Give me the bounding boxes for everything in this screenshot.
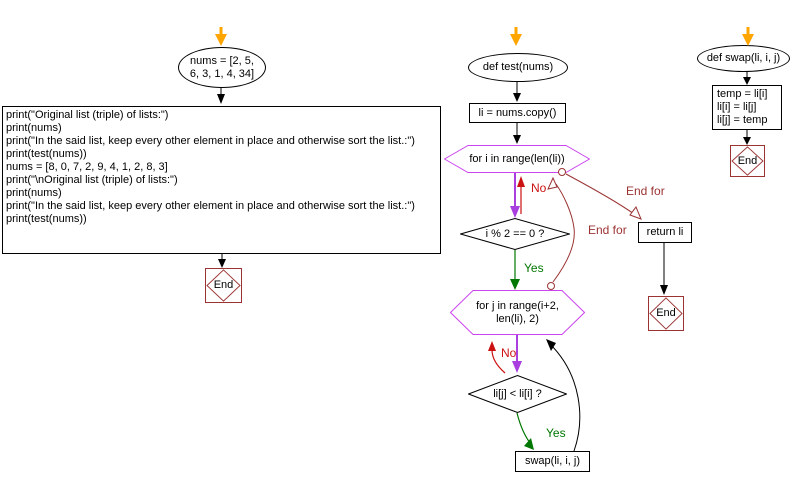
end-diamond-icon xyxy=(649,297,683,330)
inner-no-label: No xyxy=(501,346,517,360)
swap-call-node: swap(li, i, j) xyxy=(515,451,590,472)
test-def-node: def test(nums) xyxy=(468,53,568,82)
edge-outer-no xyxy=(517,176,525,214)
swap-body-node: temp = li[i] li[i] = li[j] li[j] = temp xyxy=(712,85,782,130)
edge-swap-body-to-end xyxy=(743,130,751,145)
edge-test-def-to-copy xyxy=(513,82,521,102)
inner-end-for-label: End for xyxy=(588,223,627,237)
outer-no-label: No xyxy=(531,181,547,195)
main-end-node: End xyxy=(205,268,242,303)
edge-swap-def-to-body xyxy=(743,72,751,85)
outer-condition-label: i % 2 == 0 ? xyxy=(485,227,545,240)
inner-for-loop-label: for j in range(i+2, len(li), 2) xyxy=(476,299,559,325)
edge-outerloop-to-cond xyxy=(510,173,520,218)
edge-entry-test xyxy=(510,27,522,46)
inner-condition-label: li[j] < li[i] ? xyxy=(493,387,542,400)
edge-return-to-end xyxy=(660,243,668,295)
test-end-label: End xyxy=(656,307,676,319)
end-diamond-icon xyxy=(206,269,241,302)
inner-for-loop-node: for j in range(i+2, len(li), 2) xyxy=(450,290,585,335)
main-code-node: print("Original list (triple) of lists:"… xyxy=(2,106,441,254)
loop-hexagon-icon xyxy=(444,145,590,173)
outer-condition-node: i % 2 == 0 ? xyxy=(460,218,570,250)
edge-entry-swap xyxy=(742,27,754,46)
return-node: return li xyxy=(638,222,692,243)
main-start-node: nums = [2, 5, 6, 3, 1, 4, 34] xyxy=(178,47,266,88)
test-copy-node: li = nums.copy() xyxy=(469,103,566,123)
outer-end-for-label: End for xyxy=(626,184,665,198)
main-end-label: End xyxy=(213,279,234,291)
outer-for-loop-label: for i in range(len(li)) xyxy=(469,152,565,165)
test-end-node: End xyxy=(648,296,684,331)
swap-end-node: End xyxy=(730,145,765,177)
end-diamond-icon xyxy=(731,146,764,176)
inner-condition-node: li[j] < li[i] ? xyxy=(468,375,567,413)
outer-for-loop-node: for i in range(len(li)) xyxy=(444,145,590,173)
edge-main-code-to-end xyxy=(218,254,226,268)
edge-main-start-to-code xyxy=(217,87,225,104)
loop-hexagon-icon xyxy=(450,290,585,335)
inner-yes-label: Yes xyxy=(546,426,566,440)
swap-def-node: def swap(li, i, j) xyxy=(697,45,790,72)
edge-outer-yes xyxy=(510,250,520,290)
edge-entry-main xyxy=(215,27,227,46)
edge-test-copy-to-forloop xyxy=(513,123,521,144)
outer-yes-label: Yes xyxy=(524,261,544,275)
swap-end-label: End xyxy=(737,154,758,167)
edge-inner-yes xyxy=(516,412,534,450)
main-code-text: print("Original list (triple) of lists:"… xyxy=(6,109,415,225)
